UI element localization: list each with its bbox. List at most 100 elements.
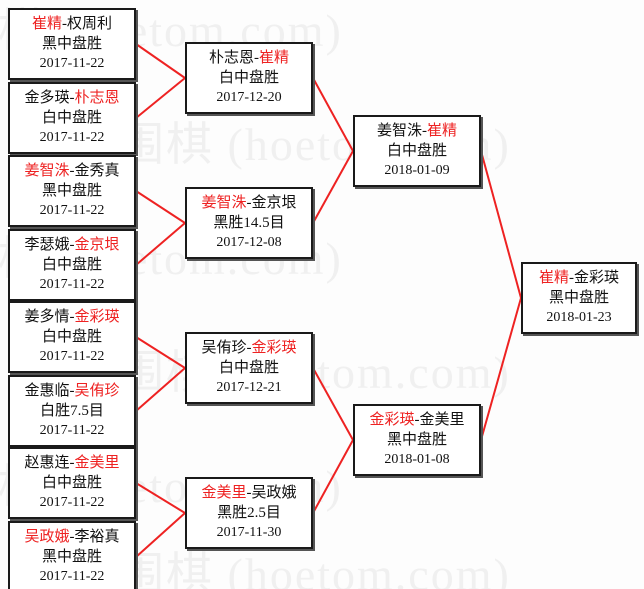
bracket-connector-line (312, 150, 354, 224)
watermark-text: 围棋 (hoetom.com) (118, 549, 511, 589)
player-separator: - (69, 382, 75, 399)
match-date: 2017-11-22 (39, 348, 105, 364)
loser-name: 吴政娥 (251, 484, 297, 501)
winner-name: 崔精 (31, 15, 62, 32)
player-separator: - (69, 308, 75, 325)
bracket-connector-line (135, 512, 186, 558)
bracket-connector-line (480, 297, 522, 441)
bracket-connector-line (135, 43, 186, 79)
winner-name: 金彩瑛 (74, 308, 120, 325)
loser-name: 赵惠连 (24, 454, 70, 471)
loser-name: 金秀真 (74, 162, 120, 179)
loser-name: 金彩瑛 (574, 269, 620, 286)
match-players: 金美里-吴政娥 (201, 484, 296, 504)
winner-name: 吴侑珍 (74, 382, 120, 399)
loser-name: 权周利 (67, 15, 113, 32)
match-players: 吴政娥-李裕真 (24, 528, 119, 548)
player-separator: - (246, 339, 252, 356)
match-date: 2017-12-08 (216, 234, 282, 250)
winner-name: 金彩瑛 (251, 339, 297, 356)
player-separator: - (69, 236, 75, 253)
match-result: 白中盘胜 (218, 359, 279, 376)
match-date: 2018-01-23 (546, 309, 612, 325)
winner-name: 朴志恩 (74, 89, 120, 106)
match-players: 朴志恩-崔精 (209, 49, 289, 69)
match-result: 黑中盘胜 (41, 35, 102, 52)
player-separator: - (69, 162, 75, 179)
player-separator: - (69, 528, 75, 545)
match-result: 白中盘胜 (386, 142, 447, 159)
match-players: 赵惠连-金美里 (24, 454, 119, 474)
match-players: 崔精-权周利 (32, 15, 112, 35)
bracket-connector-line (135, 482, 186, 514)
match-date: 2017-11-22 (39, 129, 105, 145)
player-separator: - (246, 484, 252, 501)
match-players: 金惠临-吴侑珍 (24, 382, 119, 402)
player-separator: - (254, 49, 259, 66)
loser-name: 金惠临 (24, 382, 70, 399)
winner-name: 姜智洙 (24, 162, 70, 179)
player-separator: - (69, 454, 75, 471)
bracket-connector-line (312, 367, 354, 441)
winner-name: 崔精 (427, 122, 458, 139)
loser-name: 朴志恩 (208, 49, 254, 66)
match-date: 2017-11-22 (39, 202, 105, 218)
match-players: 姜多情-金彩瑛 (24, 308, 119, 328)
match-result: 白胜7.5目 (40, 402, 104, 419)
match-date: 2017-12-20 (216, 89, 282, 105)
match-date: 2018-01-08 (384, 451, 450, 467)
match-players: 姜智洙-崔精 (377, 122, 457, 142)
match-players: 姜智洙-金京垠 (201, 194, 296, 214)
match-result: 白中盘胜 (218, 69, 279, 86)
loser-name: 金京垠 (251, 194, 297, 211)
loser-name: 姜多情 (24, 308, 70, 325)
match-box[interactable]: 崔精-金彩瑛黑中盘胜 2018-01-23 (521, 262, 637, 334)
winner-name: 金美里 (74, 454, 120, 471)
bracket-connector-line (312, 77, 354, 152)
loser-name: 李瑟娥 (24, 236, 70, 253)
player-separator: - (422, 122, 427, 139)
match-result: 黑中盘胜 (41, 548, 102, 565)
match-players: 崔精-金彩瑛 (539, 269, 619, 289)
player-separator: - (246, 194, 252, 211)
winner-name: 金京垠 (74, 236, 120, 253)
bracket-connector-line (135, 222, 186, 266)
bracket-connector-line (480, 150, 522, 299)
match-result: 白中盘胜 (41, 256, 102, 273)
match-result: 白中盘胜 (41, 328, 102, 345)
match-date: 2017-11-22 (39, 494, 105, 510)
bracket-connector-line (135, 336, 186, 369)
match-result: 黑中盘胜 (41, 182, 102, 199)
match-players: 吴侑珍-金彩瑛 (201, 339, 296, 359)
match-players: 姜智洙-金秀真 (24, 162, 119, 182)
bracket-connector-line (312, 439, 354, 514)
match-result: 黑中盘胜 (548, 289, 609, 306)
winner-name: 金彩瑛 (369, 411, 415, 428)
match-result: 黑中盘胜 (386, 431, 447, 448)
loser-name: 吴侑珍 (201, 339, 247, 356)
match-result: 白中盘胜 (41, 109, 102, 126)
loser-name: 金美里 (419, 411, 465, 428)
loser-name: 金多瑛 (24, 89, 70, 106)
match-date: 2017-11-30 (216, 524, 282, 540)
match-players: 李瑟娥-金京垠 (24, 236, 119, 256)
winner-name: 吴政娥 (24, 528, 70, 545)
bracket-connector-line (135, 190, 186, 224)
match-date: 2017-11-22 (39, 422, 105, 438)
winner-name: 崔精 (259, 49, 290, 66)
